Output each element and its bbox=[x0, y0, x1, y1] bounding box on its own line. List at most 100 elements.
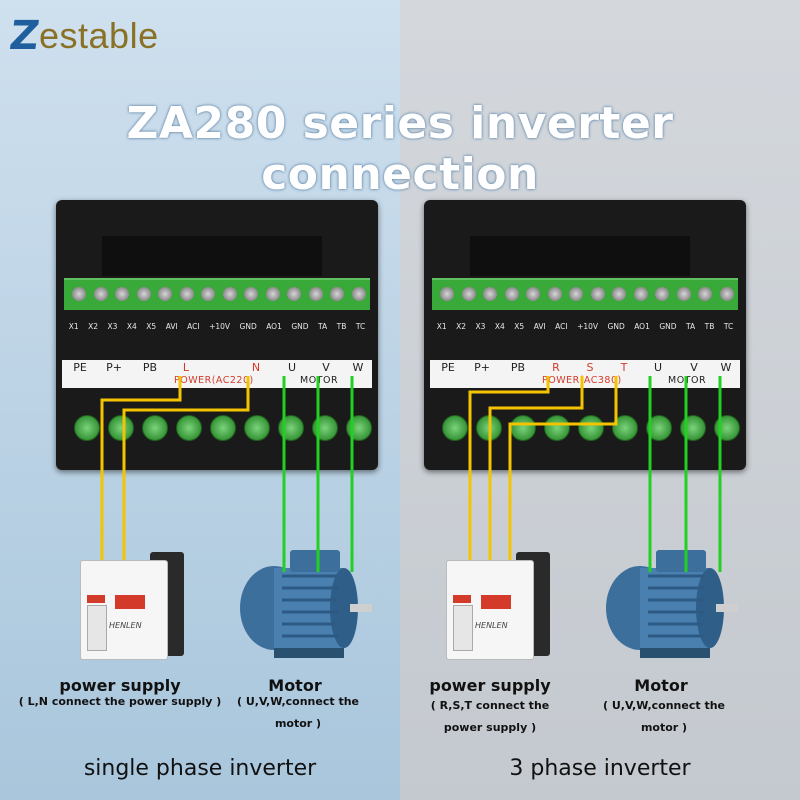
label-p-plus: P+ bbox=[474, 361, 490, 374]
control-terminal-label: X1 bbox=[68, 322, 79, 331]
control-terminal-screw bbox=[158, 287, 172, 301]
control-terminal-label: X3 bbox=[107, 322, 118, 331]
motor-label: MOTOR bbox=[668, 375, 707, 386]
control-terminal-screw bbox=[676, 287, 691, 301]
breaker-mark bbox=[481, 595, 511, 609]
power-ac380-label: POWER(AC380) bbox=[542, 375, 622, 386]
breaker-indicator bbox=[87, 595, 105, 603]
control-terminal-screw bbox=[719, 287, 734, 301]
control-terminal-screw bbox=[93, 287, 108, 301]
label-u: U bbox=[287, 361, 297, 374]
control-terminal-screw bbox=[308, 287, 323, 301]
control-terminal-label: GND bbox=[607, 322, 625, 331]
control-terminal-label: X2 bbox=[456, 322, 467, 331]
label-n: N bbox=[251, 361, 261, 374]
control-terminal-label: TC bbox=[355, 322, 366, 331]
control-terminal-label: TC bbox=[723, 322, 734, 331]
control-terminal-screw bbox=[547, 287, 562, 301]
power-terminal-screw bbox=[646, 415, 672, 441]
control-terminal-screw bbox=[526, 287, 540, 301]
power-terminal-screw bbox=[312, 415, 338, 441]
breaker-body: HENLEN bbox=[446, 560, 534, 660]
power-supply-note-right-1: ( R,S,T connect the bbox=[430, 699, 550, 712]
label-p-plus: P+ bbox=[106, 361, 122, 374]
control-terminal-screw bbox=[222, 287, 237, 301]
control-terminal-label: GND bbox=[659, 322, 677, 331]
power-terminal-screw bbox=[74, 415, 100, 441]
control-terminal-screw bbox=[440, 287, 454, 301]
power-terminal-screw bbox=[346, 415, 372, 441]
control-terminal-label: AVI bbox=[165, 322, 178, 331]
control-board bbox=[470, 236, 690, 276]
control-terminal-label: ACI bbox=[555, 322, 568, 331]
control-terminal-screw bbox=[201, 287, 215, 301]
power-supply-note-left: ( L,N connect the power supply ) bbox=[18, 695, 222, 708]
control-terminal-screw bbox=[612, 287, 626, 301]
breaker-mark bbox=[115, 595, 145, 609]
power-terminal-label-strip: PE P+ PB R S T U V W POWER(AC380) MOTOR bbox=[430, 360, 740, 388]
control-terminal-label: TA bbox=[318, 322, 328, 331]
label-pe: PE bbox=[73, 361, 87, 374]
breaker-brand: HENLEN bbox=[475, 621, 508, 630]
control-terminal-screw bbox=[179, 287, 194, 301]
control-terminal-label: X4 bbox=[494, 322, 505, 331]
power-supply-note-right-2: power supply ) bbox=[443, 721, 537, 734]
control-terminal-block bbox=[432, 278, 738, 310]
motor-caption-right: Motor bbox=[634, 676, 688, 695]
control-terminal-label: X5 bbox=[514, 322, 525, 331]
power-terminal-block bbox=[64, 410, 372, 446]
motor-note-right-1: ( U,V,W,connect the bbox=[602, 699, 725, 712]
power-terminal-screw bbox=[176, 415, 202, 441]
power-terminal-screw bbox=[714, 415, 740, 441]
control-terminal-screw bbox=[330, 287, 344, 301]
control-terminal-label: GND bbox=[239, 322, 257, 331]
motor-left-icon bbox=[240, 550, 372, 658]
control-terminal-screw bbox=[461, 287, 476, 301]
power-terminal-screw bbox=[476, 415, 502, 441]
control-terminal-label: X4 bbox=[126, 322, 137, 331]
inverter-type-left: single phase inverter bbox=[83, 756, 317, 781]
control-terminal-label: +10V bbox=[577, 322, 599, 331]
control-terminal-screw bbox=[633, 287, 648, 301]
control-terminal-block bbox=[64, 278, 370, 310]
power-terminal-screw bbox=[578, 415, 604, 441]
control-terminal-screw bbox=[655, 287, 669, 301]
control-board bbox=[102, 236, 322, 276]
label-u: U bbox=[653, 361, 663, 374]
control-terminal-screw bbox=[244, 287, 258, 301]
control-terminal-label: X5 bbox=[146, 322, 157, 331]
label-w: W bbox=[352, 361, 364, 374]
motor-note-left-1: ( U,V,W,connect the bbox=[236, 695, 359, 708]
control-terminal-screw bbox=[590, 287, 605, 301]
label-w: W bbox=[720, 361, 732, 374]
label-s: S bbox=[586, 361, 594, 374]
control-terminal-label: AO1 bbox=[266, 322, 282, 331]
power-terminal-screw bbox=[142, 415, 168, 441]
logo-text: estable bbox=[39, 15, 159, 56]
label-v: V bbox=[322, 361, 330, 374]
motor-label: MOTOR bbox=[300, 375, 339, 386]
power-supply-caption-left: power supply bbox=[59, 676, 181, 695]
breaker-brand: HENLEN bbox=[109, 621, 142, 630]
breaker-lever bbox=[453, 605, 473, 651]
control-terminal-label: AO1 bbox=[634, 322, 650, 331]
control-terminal-label: AVI bbox=[533, 322, 546, 331]
logo-initial: Z bbox=[6, 13, 43, 59]
control-terminal-screw bbox=[136, 287, 151, 301]
motor-note-left-2: motor ) bbox=[274, 717, 322, 730]
power-terminal-screw bbox=[510, 415, 536, 441]
control-terminal-screw bbox=[698, 287, 712, 301]
power-terminal-screw bbox=[680, 415, 706, 441]
motor-right-icon bbox=[606, 550, 738, 658]
label-pe: PE bbox=[441, 361, 455, 374]
power-terminal-screw bbox=[442, 415, 468, 441]
label-t: T bbox=[620, 361, 628, 374]
breaker-indicator bbox=[453, 595, 471, 603]
inverter-type-right: 3 phase inverter bbox=[509, 756, 691, 781]
power-terminal-block bbox=[432, 410, 740, 446]
power-terminal-screw bbox=[108, 415, 134, 441]
control-terminal-screw bbox=[504, 287, 519, 301]
